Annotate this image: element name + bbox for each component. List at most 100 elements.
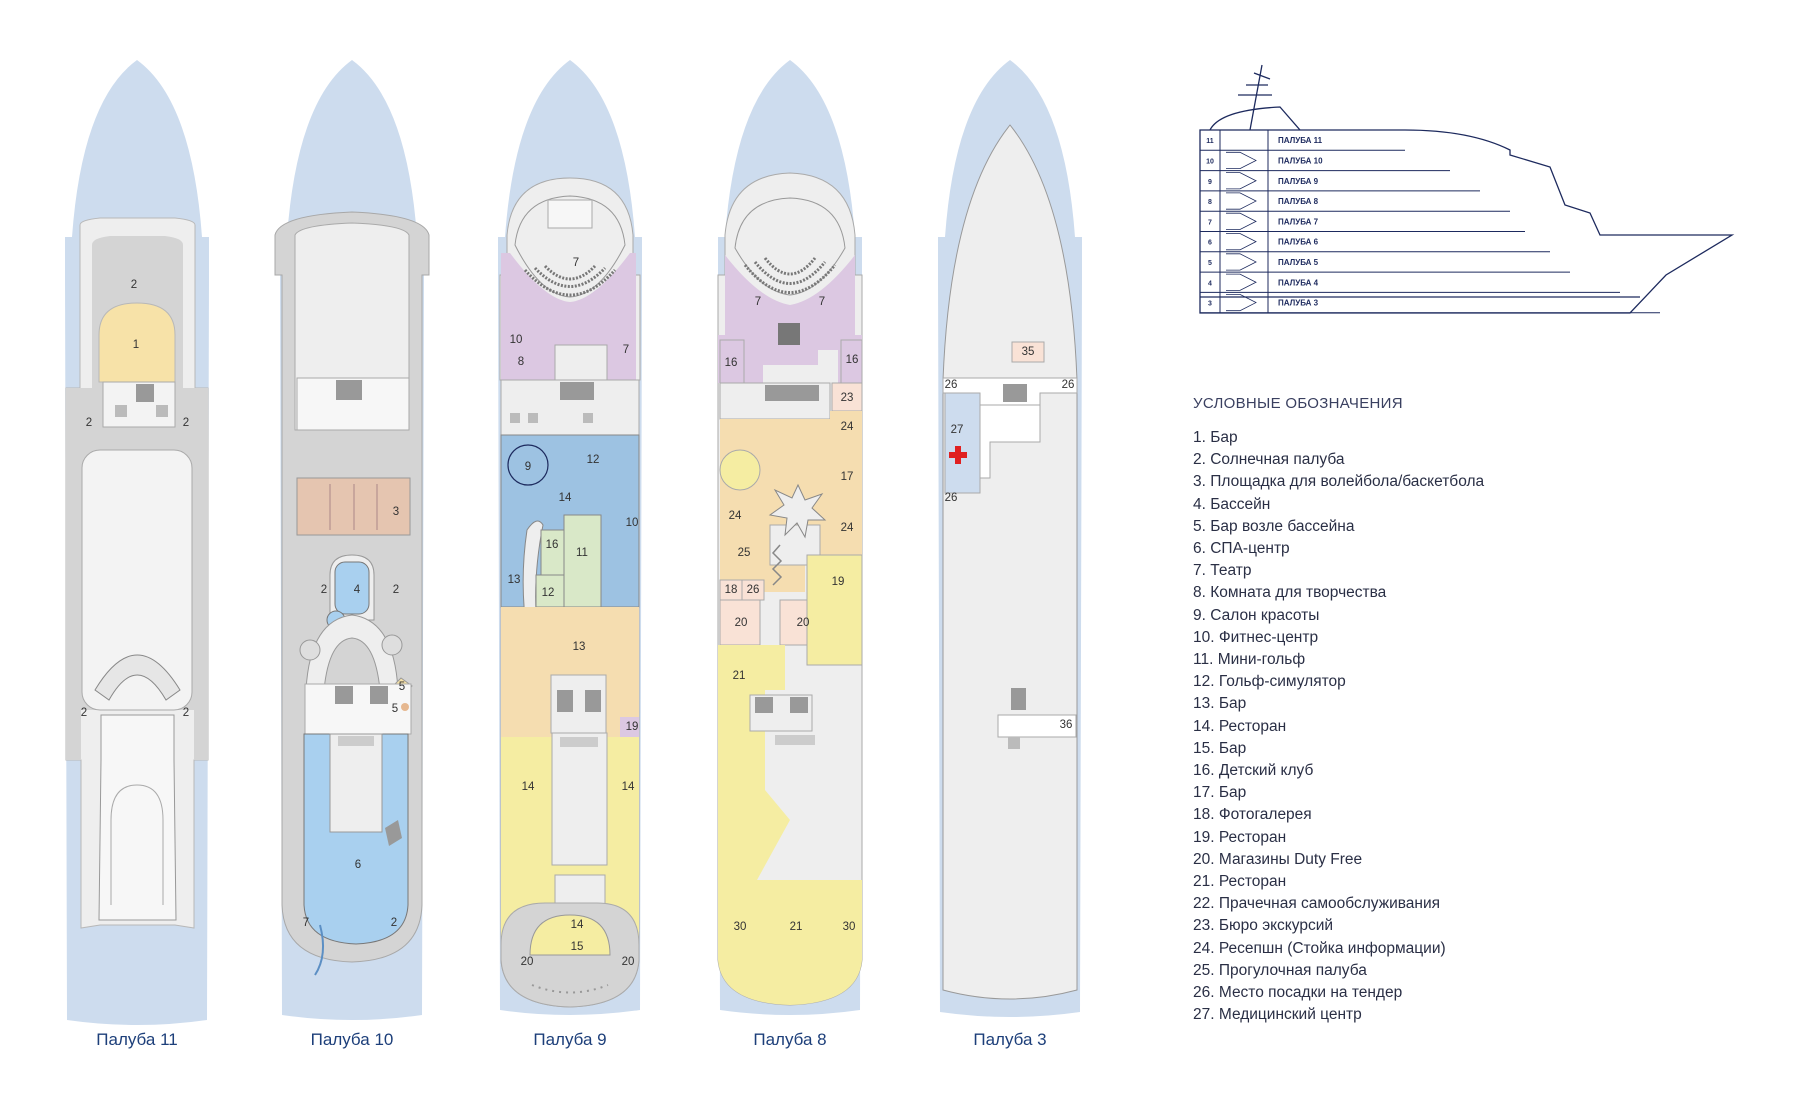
legend-item: 7. Театр — [1193, 562, 1252, 580]
deck-3-stair-icon — [1008, 737, 1020, 749]
deck-8-label: 16 — [846, 354, 859, 366]
deck-8-star — [768, 483, 827, 539]
deck-8-label: 20 — [735, 617, 748, 629]
legend-item: 11. Мини-гольф — [1193, 651, 1306, 669]
ship-stair-icon — [1226, 212, 1257, 230]
legend-item: 24. Ресепшн (Стойка информации) — [1193, 939, 1446, 957]
deck-8-restaurant — [718, 645, 862, 1005]
deck-8-label: 19 — [832, 576, 845, 588]
deck-9-mini-golf — [563, 514, 602, 608]
legend-item: 19. Ресторан — [1193, 828, 1287, 846]
deck-3-lift — [1003, 384, 1027, 402]
deck-caption-11: Палуба 11 — [96, 1030, 178, 1049]
deck-8-label: 7 — [819, 296, 825, 308]
deck-11-pool-area — [81, 449, 193, 711]
ship-stair-icon — [1226, 233, 1257, 251]
deck-9-label: 9 — [525, 461, 531, 473]
deck-11-plan: 2 1 2 2 2 2 — [65, 60, 209, 1025]
legend-item: 3. Площадка для волейбола/баскетбола — [1193, 473, 1485, 491]
deck-8-theatre — [718, 255, 862, 383]
ship-stair-icon — [1226, 172, 1257, 190]
legend-item: 17. Бар — [1193, 784, 1247, 802]
ship-funnel — [1209, 106, 1301, 131]
legend-item: 21. Ресторан — [1193, 873, 1287, 891]
deck-3-medical — [944, 392, 981, 494]
deck-10-bar-dot — [401, 703, 409, 711]
legend-item: 27. Медицинский центр — [1193, 1006, 1362, 1024]
ship-deck-number: 3 — [1208, 301, 1212, 308]
ship-stair-icon — [1226, 151, 1257, 169]
deck-8-restaurant-19 — [806, 554, 863, 666]
deck-9-golf-sim — [535, 574, 565, 608]
deck-3-lobby-step — [979, 404, 1041, 479]
deck-8-label: 25 — [738, 547, 751, 559]
deck-9-label: 10 — [510, 334, 523, 346]
legend-item: 9. Салон красоты — [1193, 606, 1320, 624]
ship-deck-number: 8 — [1208, 199, 1212, 206]
deck-8-seating — [743, 264, 837, 294]
ship-stair-icon — [1226, 273, 1257, 291]
ship-deck-name: ПАЛУБА 6 — [1278, 238, 1319, 247]
deck-10-label: 3 — [393, 506, 399, 518]
deck-8-label: 17 — [841, 471, 854, 483]
deck-10-stairs-icon — [385, 820, 402, 846]
legend-item: 8. Комната для творчества — [1193, 584, 1387, 602]
deck-11-lift — [136, 384, 154, 402]
ship-deck-name: ПАЛУБА 9 — [1278, 177, 1319, 186]
deck-3-floor — [942, 124, 1078, 1000]
deck-9-label: 14 — [522, 781, 535, 793]
legend-item: 2. Солнечная палуба — [1193, 451, 1345, 469]
deck-9-beauty-salon — [507, 444, 549, 486]
deck-10-pool — [334, 561, 370, 615]
deck-9-seating — [543, 264, 597, 281]
deck-9-wc — [510, 413, 520, 423]
deck-11-bow-stairs — [98, 714, 177, 921]
legend-item: 20. Магазины Duty Free — [1193, 850, 1363, 868]
deck-10-label: 5 — [399, 681, 405, 693]
deck-8-label: 21 — [790, 921, 803, 933]
deck-8-seating — [763, 257, 817, 276]
deck-9-seating — [533, 266, 607, 288]
deck-11-label: 2 — [131, 279, 137, 291]
deck-8-zigzag — [771, 544, 783, 586]
deck-3-label: 35 — [1022, 346, 1035, 358]
ship-deck-number: 4 — [1208, 280, 1212, 287]
deck-9-wc — [528, 413, 538, 423]
deck-9-label: 16 — [546, 539, 559, 551]
ship-deck-row: 3 ПАЛУБА 3 — [1200, 292, 1660, 314]
legend-item: 22. Прачечная самообслуживания — [1193, 895, 1441, 913]
deck-10-label: 7 — [303, 917, 309, 929]
deck-8-seating — [753, 261, 827, 285]
ship-stair-icon — [1226, 192, 1257, 210]
deck-10-label: 2 — [391, 917, 397, 929]
deck-11-label: 2 — [183, 707, 189, 719]
deck-9-label: 12 — [587, 454, 600, 466]
deck-8-lift — [790, 697, 808, 713]
deck-3-medical-cross-v — [955, 446, 961, 464]
deck-9-label: 14 — [622, 781, 635, 793]
deck-10-lift — [336, 380, 362, 400]
deck-8-excursions — [831, 382, 863, 412]
deck-9-seating — [523, 268, 617, 297]
ship-stair-icon — [1226, 294, 1257, 312]
deck-10-label: 4 — [354, 584, 361, 596]
deck-3-stair-shaft — [1011, 688, 1026, 710]
deck-9-label: 14 — [559, 492, 572, 504]
ship-deck-number: 11 — [1206, 138, 1214, 145]
deck-3-label: 27 — [951, 424, 964, 436]
ship-deck-name: ПАЛУБА 7 — [1278, 217, 1319, 226]
legend-item: 13. Бар — [1193, 695, 1247, 713]
deck-9-label: 7 — [573, 257, 579, 269]
ship-deck-number: 10 — [1206, 158, 1214, 165]
deck-8-label: 21 — [733, 670, 746, 682]
ship-deck-name: ПАЛУБА 3 — [1278, 299, 1319, 308]
deck-11-restroom-2 — [156, 405, 168, 417]
